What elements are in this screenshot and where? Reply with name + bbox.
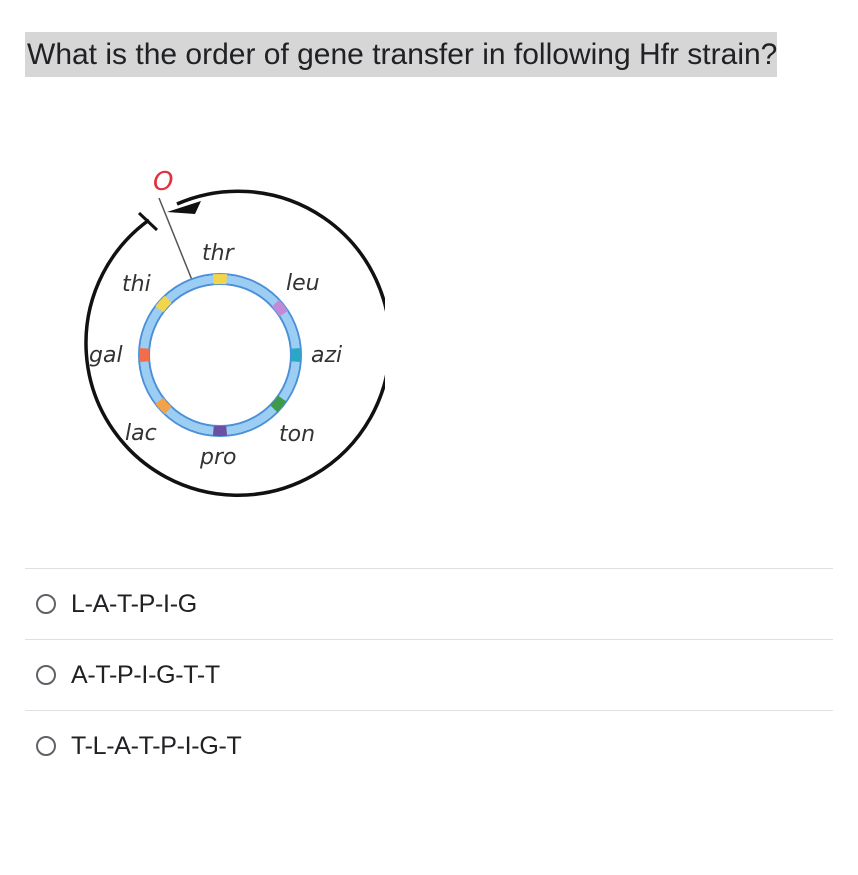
gene-label-gal: gal [89, 343, 123, 368]
answer-option-label: L-A-T-P-I-G [71, 589, 197, 618]
gene-marker-pro [212, 425, 228, 436]
gene-label-ton: ton [279, 422, 315, 447]
origin-label: O [153, 167, 173, 197]
answer-option-label: T-L-A-T-P-I-G-T [71, 731, 242, 760]
answer-option[interactable]: T-L-A-T-P-I-G-T [25, 710, 833, 781]
gene-marker-thi [155, 295, 172, 313]
answer-options: L-A-T-P-I-G A-T-P-I-G-T-T T-L-A-T-P-I-G-… [25, 568, 833, 781]
transfer-arc [84, 189, 385, 497]
transfer-end-tick [137, 211, 159, 232]
gene-markers [139, 274, 301, 436]
gene-label-thi: thi [122, 272, 151, 297]
gene-label-lac: lac [125, 421, 157, 446]
hfr-chromosome-svg: O thr leu azi ton pro lac gal thi [84, 167, 385, 497]
gene-marker-lac [155, 397, 172, 415]
chromosome-ring-inner-edge [148, 283, 292, 427]
hfr-chromosome-diagram: O thr leu azi ton pro lac gal thi [55, 160, 385, 520]
gene-label-thr: thr [202, 241, 236, 266]
transfer-arrow-icon [167, 201, 201, 214]
origin-pointer-line [158, 197, 193, 281]
gene-label-leu: leu [286, 271, 320, 296]
gene-marker-azi [290, 347, 301, 363]
gene-label-pro: pro [199, 445, 236, 470]
radio-button-icon[interactable] [36, 736, 56, 756]
answer-option-label: A-T-P-I-G-T-T [71, 660, 220, 689]
radio-button-icon[interactable] [36, 665, 56, 685]
gene-marker-leu [271, 299, 288, 317]
question-text: What is the order of gene transfer in fo… [25, 32, 777, 77]
gene-marker-ton [270, 395, 287, 413]
gene-marker-gal [139, 347, 150, 363]
answer-option[interactable]: L-A-T-P-I-G [25, 568, 833, 639]
radio-button-icon[interactable] [36, 594, 56, 614]
gene-marker-thr [212, 274, 228, 285]
gene-label-azi: azi [311, 343, 342, 368]
answer-option[interactable]: A-T-P-I-G-T-T [25, 639, 833, 710]
